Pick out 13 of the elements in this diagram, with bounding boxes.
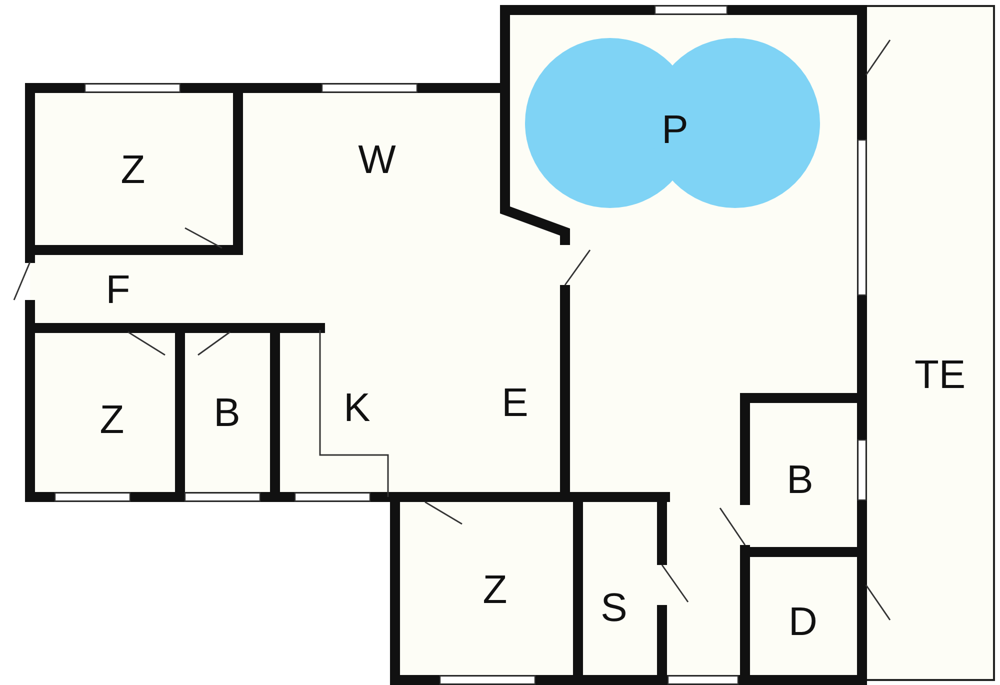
- room-label: Z: [482, 570, 508, 610]
- room-label: S: [600, 588, 628, 628]
- room-label: TE: [914, 355, 966, 395]
- room-label: W: [358, 140, 396, 180]
- room-label: E: [502, 383, 528, 423]
- room-label: D: [788, 602, 818, 642]
- room-label: B: [214, 393, 240, 433]
- room-label: B: [786, 460, 814, 500]
- room-label: P: [662, 110, 688, 150]
- room-label: Z: [120, 150, 146, 190]
- room-label: Z: [100, 400, 124, 440]
- room-label: F: [106, 270, 130, 310]
- room-label: K: [344, 388, 370, 428]
